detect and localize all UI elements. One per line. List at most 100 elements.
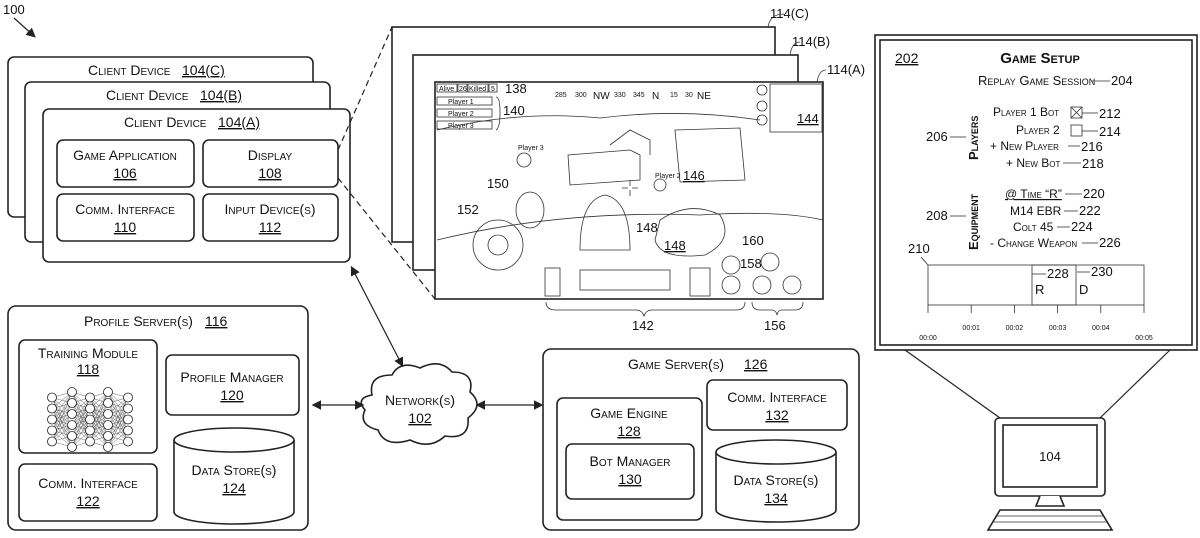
nn-node: [68, 443, 77, 452]
svg-text:112: 112: [259, 219, 282, 235]
network-cloud: Network(s) 102: [361, 364, 477, 444]
svg-text:Game Engine: Game Engine: [590, 405, 668, 421]
new-bot-link[interactable]: + New Bot: [1006, 156, 1060, 170]
svg-text:116: 116: [205, 313, 228, 329]
svg-text:118: 118: [77, 361, 100, 377]
callout-150: 148: [636, 220, 658, 235]
svg-text:120: 120: [220, 387, 244, 403]
game-server: Game Server(s) 126 Game Engine 128 Bot M…: [543, 349, 859, 530]
svg-text:104(C): 104(C): [182, 62, 225, 78]
comm-interface-box: Comm. Interface 122: [19, 464, 157, 521]
svg-text:Input Device(s): Input Device(s): [224, 201, 315, 217]
svg-text:202: 202: [895, 50, 919, 66]
game-application-box: Game Application 106: [57, 140, 194, 187]
change-weapon-link[interactable]: - Change Weapon: [990, 236, 1077, 250]
callout-144: 144: [797, 111, 819, 126]
svg-text:Profile Manager: Profile Manager: [180, 369, 283, 385]
svg-text:5: 5: [491, 86, 495, 93]
svg-text:Comm. Interface: Comm. Interface: [75, 201, 175, 217]
svg-text:NW: NW: [593, 91, 610, 102]
new-player-link[interactable]: + New Player: [990, 139, 1059, 153]
nn-node: [86, 437, 95, 446]
callout-154: 152: [457, 202, 479, 217]
svg-text:Player 1: Player 1: [448, 99, 474, 106]
svg-text:130: 130: [618, 471, 642, 487]
bot-manager-box: Bot Manager 130: [566, 444, 694, 499]
svg-text:Player 2: Player 2: [1016, 123, 1060, 137]
svg-text:214: 214: [1099, 124, 1121, 139]
svg-text:218: 218: [1082, 156, 1104, 171]
callout-152: 150: [487, 176, 509, 191]
svg-text:114(C): 114(C): [770, 6, 809, 21]
setup-title: Game Setup: [1000, 50, 1080, 67]
svg-text:114(A): 114(A): [827, 62, 865, 77]
game-setup-panel: 202 Game Setup Replay Game Session 204 P…: [875, 35, 1197, 350]
nn-node: [68, 388, 77, 397]
data-store-cylinder: Data Store(s) 134: [716, 440, 836, 522]
svg-text:Equipment: Equipment: [966, 193, 981, 250]
display-box: Display 108: [203, 140, 338, 187]
svg-text:114(B): 114(B): [792, 34, 830, 49]
client-device-a: Client Device 104(A) Game Application 10…: [43, 109, 350, 262]
svg-text:N: N: [652, 91, 659, 102]
projection-line: [905, 350, 1000, 418]
svg-text:104(B): 104(B): [200, 87, 242, 103]
svg-text:122: 122: [76, 493, 100, 509]
projection-line: [1100, 350, 1170, 418]
svg-text:224: 224: [1071, 219, 1093, 234]
nn-node: [48, 415, 57, 424]
brace-142: [546, 302, 745, 316]
svg-text:Game Application: Game Application: [73, 147, 177, 163]
keyboard-icon: [988, 510, 1112, 530]
svg-text:30: 30: [685, 92, 693, 99]
game-engine-box: Game Engine 128 Bot Manager 130: [557, 398, 702, 520]
svg-text:104(A): 104(A): [218, 114, 260, 130]
timeline-tick-label: 00:03: [1049, 325, 1067, 332]
svg-text:230: 230: [1091, 264, 1113, 279]
nn-node: [68, 399, 77, 408]
nn-node: [104, 410, 113, 419]
svg-text:@ Time “R”: @ Time “R”: [1005, 187, 1062, 201]
svg-text:104: 104: [1039, 449, 1061, 464]
svg-text:106: 106: [113, 165, 137, 181]
svg-text:285: 285: [555, 92, 567, 99]
svg-text:Colt 45: Colt 45: [1013, 220, 1054, 234]
svg-text:128: 128: [617, 423, 641, 439]
svg-text:Data Store(s): Data Store(s): [192, 462, 277, 478]
nn-node: [104, 443, 113, 452]
figure-ref: 100: [3, 2, 25, 17]
timeline-tick-label: 00:02: [1006, 325, 1024, 332]
svg-text:220: 220: [1083, 186, 1105, 201]
training-module-box: Training Module 118: [19, 340, 157, 453]
svg-text:Profile Server(s): Profile Server(s): [84, 313, 193, 329]
nn-node: [124, 393, 133, 402]
svg-text:Training Module: Training Module: [38, 345, 139, 361]
marker-d[interactable]: D: [1079, 282, 1088, 297]
svg-text:Comm. Interface: Comm. Interface: [727, 389, 827, 405]
svg-text:Display: Display: [248, 147, 293, 163]
svg-text:Player 1 Bot: Player 1 Bot: [993, 105, 1059, 119]
nn-node: [48, 393, 57, 402]
nn-node: [48, 426, 57, 435]
timeline-tick-label: 00:01: [962, 325, 980, 332]
nn-node: [104, 421, 113, 430]
svg-text:15: 15: [670, 92, 678, 99]
callout-160: 160: [742, 233, 764, 248]
svg-text:345: 345: [633, 92, 645, 99]
svg-text:124: 124: [222, 480, 246, 496]
timeline-tick-label: 00:05: [1135, 335, 1153, 342]
svg-text:Client Device: Client Device: [106, 87, 189, 103]
svg-text:134: 134: [764, 490, 788, 506]
brace-156: [752, 302, 803, 315]
data-store-cylinder: Data Store(s) 124: [174, 428, 294, 524]
timeline-tick-label: 00:00: [919, 335, 937, 342]
svg-text:132: 132: [765, 407, 789, 423]
svg-text:Game Server(s): Game Server(s): [628, 356, 724, 372]
svg-text:Players: Players: [966, 116, 981, 160]
svg-text:210: 210: [908, 241, 930, 256]
svg-text:Alive: Alive: [439, 86, 454, 93]
callout-140: 140: [503, 103, 525, 118]
replay-session-link[interactable]: Replay Game Session: [978, 73, 1095, 88]
svg-text:222: 222: [1079, 203, 1101, 218]
nn-node: [48, 404, 57, 413]
